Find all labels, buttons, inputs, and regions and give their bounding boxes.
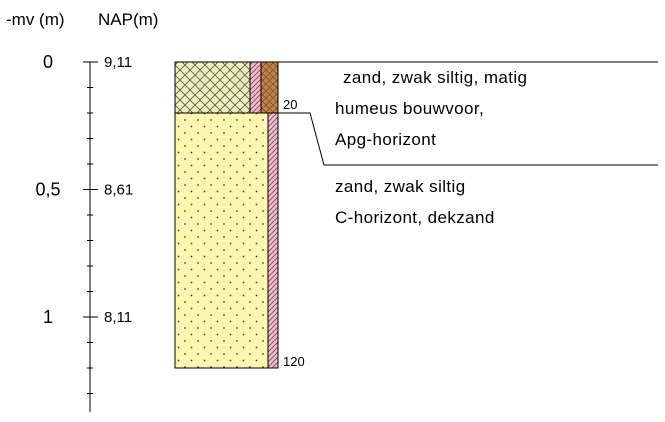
layer-description-line: zand, zwak siltig (335, 177, 466, 196)
depth-axis: 0 9,11 0,5 8,61 1 8,11 (35, 52, 133, 412)
layer-description-line: zand, zwak siltig, matig (343, 68, 527, 87)
depth-tick-label: 0,5 (35, 180, 60, 200)
layer-descriptions: zand, zwak siltig, matig humeus bouwvoor,… (278, 61, 658, 227)
soil-layer-1 (174, 61, 251, 114)
soil-layer-2 (174, 112, 269, 369)
soil-layer-2-side-column (267, 112, 279, 369)
soil-layer-1-side-column (249, 61, 262, 114)
nap-tick-label: 8,11 (104, 309, 132, 326)
layer-description-line: Apg-horizont (335, 130, 436, 149)
nap-tick-label: 8,61 (104, 182, 133, 199)
depth-axis-header: -mv (m) (6, 10, 65, 29)
layer-description-line: C-horizont, dekzand (335, 208, 495, 227)
nap-axis-header: NAP(m) (98, 10, 158, 29)
soil-column: 20 120 (174, 61, 305, 369)
leader-line-boundary (278, 112, 658, 166)
depth-tick-label: 0 (43, 52, 53, 72)
layer-bottom-depth-label: 120 (283, 354, 305, 369)
nap-tick-label: 9,11 (104, 54, 132, 71)
depth-tick-label: 1 (43, 307, 53, 327)
layer-description-line: humeus bouwvoor, (335, 99, 484, 118)
soil-layer-1-side-column (260, 61, 279, 114)
layer-bottom-depth-label: 20 (283, 97, 297, 112)
